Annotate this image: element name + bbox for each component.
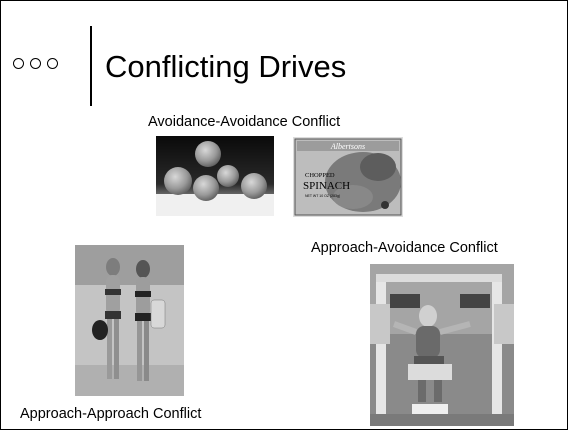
label-avoidance-avoidance: Avoidance-Avoidance Conflict — [148, 114, 341, 130]
gym-woman-photo — [370, 264, 514, 426]
title-divider — [90, 26, 92, 106]
spinach-brand-text: Albertsons — [330, 142, 365, 151]
bullet-circle-icon — [47, 58, 58, 69]
spinach-box-photo: Albertsons CHOPPED SPINACH NET WT 10 OZ … — [293, 137, 403, 217]
spinach-name-text: SPINACH — [303, 180, 350, 192]
spinach-chopped-text: CHOPPED — [305, 172, 335, 179]
label-approach-avoidance: Approach-Avoidance Conflict — [311, 240, 498, 256]
spinach-netwt-text: NET WT 10 OZ (283g) — [305, 194, 340, 198]
beach-women-photo — [75, 245, 184, 396]
slide-bullets — [13, 58, 58, 69]
bullet-circle-icon — [13, 58, 24, 69]
slide-title: Conflicting Drives — [105, 49, 347, 84]
bullet-circle-icon — [30, 58, 41, 69]
brussels-sprouts-photo — [156, 136, 274, 216]
label-approach-approach: Approach-Approach Conflict — [20, 406, 202, 422]
